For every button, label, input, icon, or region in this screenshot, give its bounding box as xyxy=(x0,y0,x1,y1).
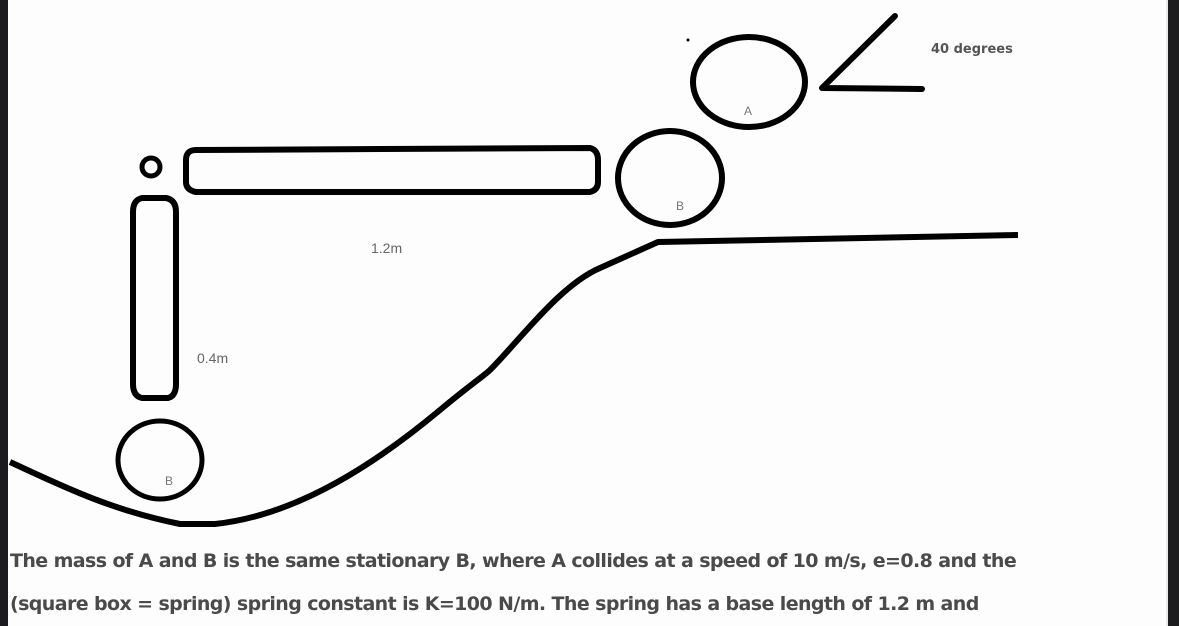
vertical-spring-box xyxy=(130,195,179,401)
ball-a-label: A xyxy=(744,104,753,118)
left-frame-border xyxy=(0,0,8,626)
horizontal-length-label: 1.2m xyxy=(371,240,403,256)
physics-diagram: 40 degrees A B B 1.2m 0.4m xyxy=(8,0,1166,540)
problem-line-2: (square box = spring) spring constant is… xyxy=(10,593,979,615)
stray-mark xyxy=(686,38,690,42)
ball-b-top xyxy=(615,128,725,228)
ball-b-top-label: B xyxy=(676,199,685,213)
angle-indicator xyxy=(819,13,925,92)
problem-statement: The mass of A and B is the same stationa… xyxy=(10,540,1160,626)
track-curve xyxy=(8,232,1019,527)
diagram-drawing xyxy=(8,13,1019,527)
right-frame-border xyxy=(1168,0,1179,626)
ball-a xyxy=(690,34,808,130)
pivot-circle xyxy=(139,155,163,179)
right-frame-shade xyxy=(1166,0,1168,626)
problem-line-1: The mass of A and B is the same stationa… xyxy=(10,550,1017,572)
ball-b-bottom-label: B xyxy=(165,474,174,488)
angle-label: 40 degrees xyxy=(931,42,1013,57)
horizontal-spring-box xyxy=(183,144,601,195)
vertical-length-label: 0.4m xyxy=(197,350,229,366)
ball-b-bottom xyxy=(115,418,205,502)
